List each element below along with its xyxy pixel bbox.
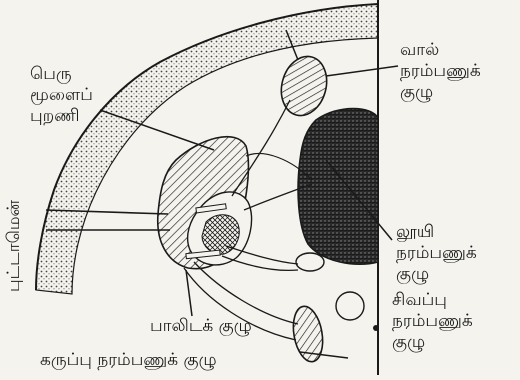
label-putamen: புட்டாமென் [4,200,25,292]
label-cortex-line-2: மூளைப் [30,85,93,106]
label-thalamus-line-3: குழு [396,264,477,285]
label-thalamus-line-1: லூயி [396,222,477,243]
label-cortex-line-3: புறணி [30,106,93,127]
label-caudate-line-3: குழு [400,82,481,103]
label-caudate-line-2: நரம்பணுக் [400,61,481,82]
label-red-nucleus: சிவப்பு நரம்பணுக் குழு [392,290,473,353]
label-red-nucleus-line-3: குழு [392,332,473,353]
label-pallidum: பாலிடக் குழு [150,316,252,337]
thalamus [298,109,378,265]
caudate-nucleus [275,51,333,120]
label-thalamus-line-2: நரம்பணுக் [396,243,477,264]
leader-caudate [326,66,398,76]
label-caudate-line-1: வால் [400,40,481,61]
label-red-nucleus-line-2: நரம்பணுக் [392,311,473,332]
fiber-putamen-nigra-a [194,262,298,324]
label-cortex: பெரு மூளைப் புறணி [30,64,93,127]
red-nucleus [336,292,364,320]
midline-dot [373,325,379,331]
label-cortex-line-1: பெரு [30,64,93,85]
label-red-nucleus-line-1: சிவப்பு [392,290,473,311]
label-substantia-nigra: கருப்பு நரம்பணுக் குழு [40,350,217,371]
label-thalamus: லூயி நரம்பணுக் குழு [396,222,477,285]
subthalamic-nucleus [296,253,324,271]
label-caudate: வால் நரம்பணுக் குழு [400,40,481,103]
